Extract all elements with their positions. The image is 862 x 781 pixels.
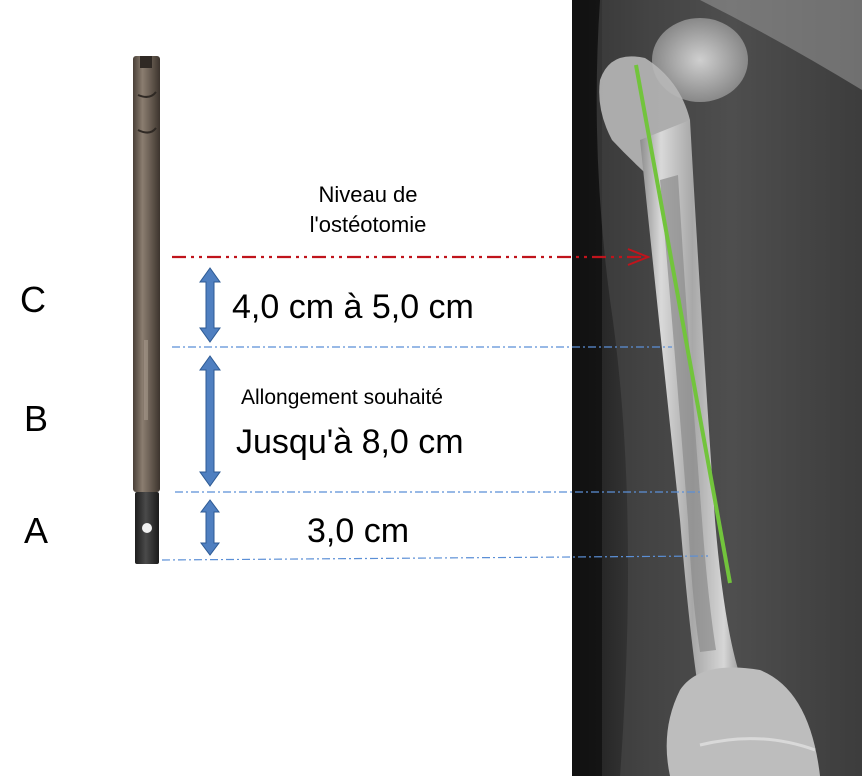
arrow-c: [200, 268, 220, 342]
segment-b-measure: Jusqu'à 8,0 cm: [236, 423, 464, 462]
arrow-b-shape: [200, 356, 220, 486]
segment-b-letter: B: [24, 398, 48, 440]
nail-body: [133, 56, 160, 492]
segment-c-measure: 4,0 cm à 5,0 cm: [232, 288, 474, 327]
segment-a-letter: A: [24, 510, 48, 552]
femur-xray-image: [572, 0, 862, 776]
nail-screw-hole: [142, 523, 152, 533]
intramedullary-nail: [133, 56, 160, 564]
segment-a-measure: 3,0 cm: [307, 512, 409, 551]
osteotomy-label-line1: Niveau de: [248, 180, 488, 210]
osteotomy-label-line2: l'ostéotomie: [248, 210, 488, 240]
nail-engraving: [144, 340, 148, 420]
arrow-c-shape: [200, 268, 220, 342]
arrow-b: [200, 356, 220, 486]
segment-c-letter: C: [20, 279, 46, 321]
arrow-a: [201, 500, 219, 555]
nail-slot: [140, 56, 152, 68]
segment-b-caption: Allongement souhaité: [241, 386, 443, 410]
arrow-a-shape: [201, 500, 219, 555]
osteotomy-level-label: Niveau de l'ostéotomie: [248, 180, 488, 240]
